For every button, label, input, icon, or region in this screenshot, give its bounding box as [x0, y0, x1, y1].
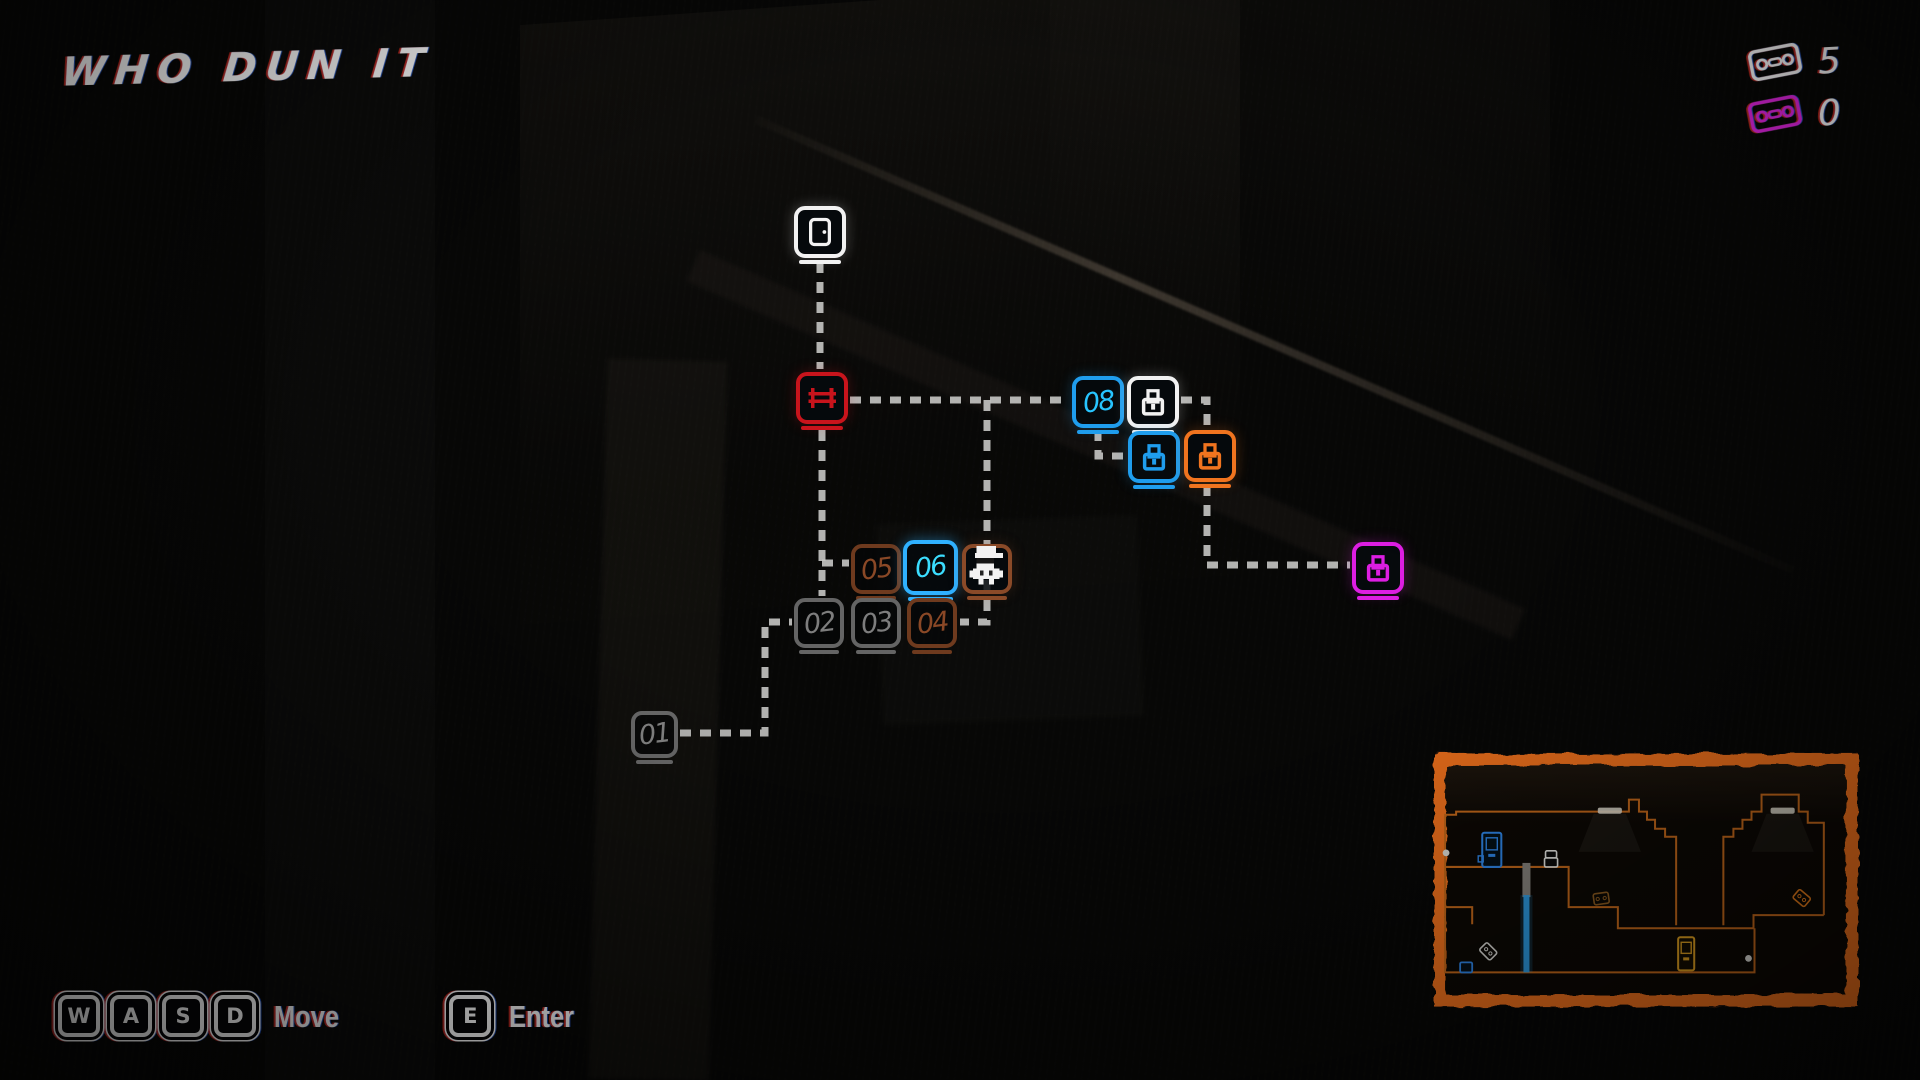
node-label: 03	[859, 605, 893, 641]
node-label: 01	[637, 717, 672, 752]
key-e-label: E	[463, 1003, 478, 1028]
ceiling-lamp	[1597, 807, 1622, 814]
enter-label: Enter	[509, 998, 575, 1034]
map-node-lock-blue[interactable]	[1128, 431, 1180, 489]
key-a-label: A	[122, 1003, 140, 1028]
map-node-level-01[interactable]: 01	[631, 711, 678, 764]
controls-hint: W A S D Move E Enter	[58, 995, 589, 1037]
phone-booth-blue	[1477, 831, 1503, 868]
lock-icon	[1366, 555, 1390, 582]
map-node-lock-magenta[interactable]	[1352, 542, 1404, 600]
move-hint: W A S D Move	[58, 995, 353, 1037]
node-label: 08	[1081, 384, 1115, 420]
door-icon	[809, 217, 831, 247]
map-node-bench-red[interactable]	[796, 372, 848, 430]
lock-icon	[1142, 444, 1166, 471]
map-node-level-08[interactable]: 08	[1072, 376, 1124, 434]
crate-blue	[1459, 961, 1474, 974]
node-label: 04	[915, 605, 949, 641]
key-e: E	[449, 995, 492, 1037]
lock-icon	[1198, 443, 1222, 470]
key-s-label: S	[175, 1003, 191, 1028]
map-node-level-07[interactable]	[962, 544, 1012, 600]
pickup-dot	[1745, 954, 1752, 962]
move-label: Move	[274, 998, 339, 1034]
node-label: 05	[859, 551, 893, 587]
map-node-level-03[interactable]: 03	[851, 598, 901, 654]
map-node-level-05[interactable]: 05	[851, 544, 901, 600]
node-label: 06	[913, 550, 948, 585]
key-w-label: W	[67, 1003, 91, 1028]
key-d: D	[214, 995, 256, 1037]
phone-booth-yellow	[1677, 936, 1696, 972]
key-s: S	[162, 995, 204, 1037]
map-node-level-06[interactable]: 06	[903, 540, 958, 601]
enter-hint: E Enter	[449, 995, 588, 1037]
player-icon	[969, 545, 1003, 584]
ceiling-lamp	[1770, 807, 1795, 814]
map-node-level-04[interactable]: 04	[907, 598, 957, 654]
map-node-lock-white[interactable]	[1127, 376, 1179, 434]
map-node-level-02[interactable]: 02	[794, 598, 844, 654]
key-a: A	[110, 995, 152, 1037]
key-d-label: D	[226, 1003, 244, 1028]
lock-icon	[1141, 389, 1165, 416]
map-node-lock-orange[interactable]	[1184, 430, 1236, 488]
minimap	[1432, 750, 1860, 1010]
map-node-exit-door[interactable]	[794, 206, 846, 264]
detective-figure	[1543, 850, 1559, 868]
pickup-dot	[1442, 849, 1450, 857]
bench-icon	[808, 388, 836, 408]
key-w: W	[58, 995, 100, 1037]
node-label: 02	[802, 605, 836, 641]
